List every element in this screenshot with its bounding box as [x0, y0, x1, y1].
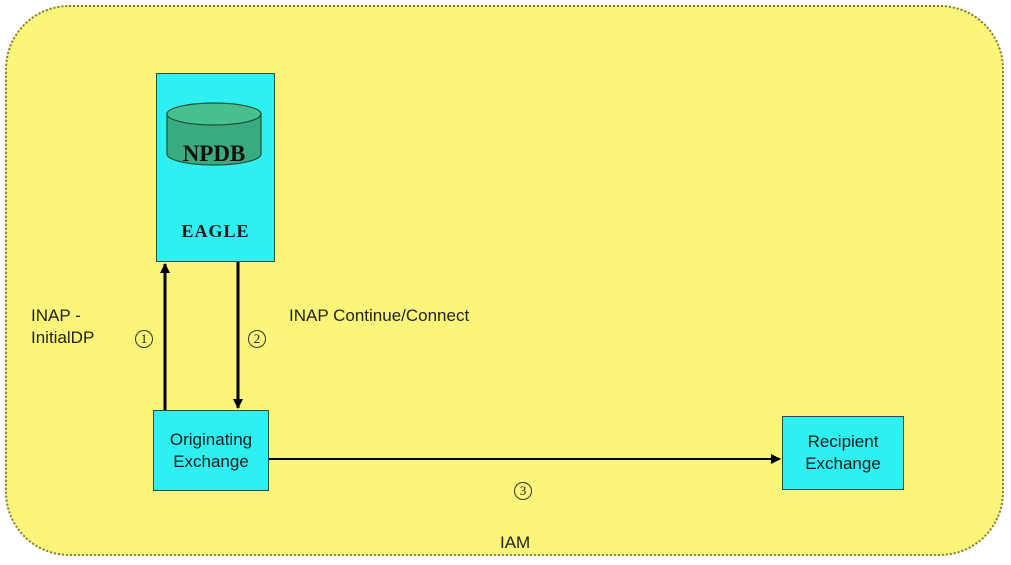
originating-exchange-node: Originating Exchange [153, 410, 269, 491]
inap-initialdp-label: INAP - InitialDP [31, 306, 95, 347]
eagle-node: NPDB EAGLE [156, 73, 275, 262]
step-3-marker: 3 [514, 482, 532, 500]
recipient-exchange-node: Recipient Exchange [782, 416, 904, 490]
npdb-cylinder-top [166, 102, 262, 126]
npdb-cylinder-body [166, 113, 262, 166]
inap-continue-connect-label: INAP Continue/Connect [289, 306, 470, 325]
originating-exchange-label: Originating Exchange [169, 429, 253, 471]
step-2-marker: 2 [248, 330, 266, 348]
step-1-marker: 1 [135, 330, 153, 348]
eagle-label: EAGLE [181, 221, 250, 241]
npdb-database-icon: NPDB [166, 102, 262, 166]
npdb-label: NPDB [183, 141, 246, 166]
iam-label: IAM [500, 533, 531, 552]
recipient-exchange-label: Recipient Exchange [805, 432, 881, 473]
